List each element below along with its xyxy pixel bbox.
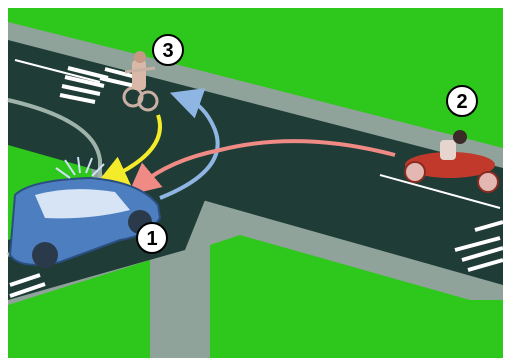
- marker-bicycle: 3: [153, 35, 183, 65]
- marker-car: 1: [137, 223, 167, 253]
- svg-text:2: 2: [456, 91, 467, 113]
- svg-text:3: 3: [162, 40, 173, 62]
- svg-text:1: 1: [146, 228, 157, 250]
- marker-motorcycle: 2: [447, 86, 477, 116]
